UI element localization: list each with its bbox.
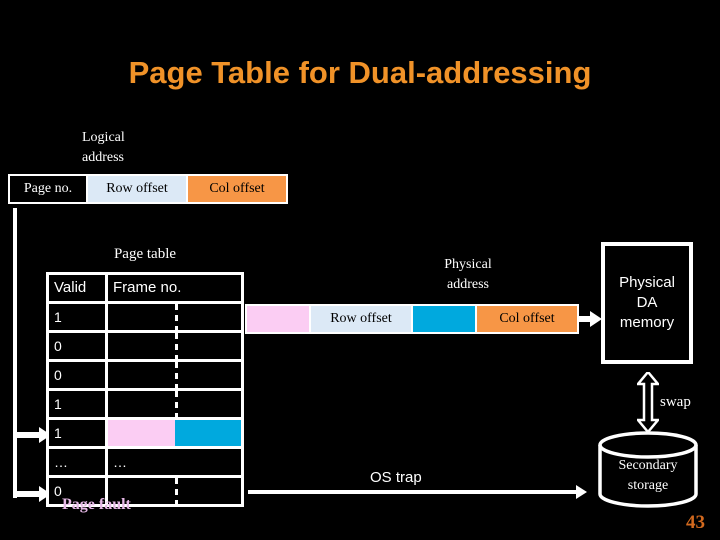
- cell-valid: 1: [49, 420, 105, 446]
- physical-address-bar: Row offset Col offset: [245, 304, 579, 334]
- logical-address-bar: Page no. Row offset Col offset: [8, 174, 288, 204]
- cell-frame-no: [108, 362, 241, 388]
- logical-address-label-line1: Logical: [82, 130, 125, 145]
- slide-page-number: 43: [686, 512, 705, 533]
- arrow-shaft: [248, 490, 580, 494]
- physical-memory-text: Physical DA memory: [619, 273, 675, 334]
- cell-frame-no: [108, 391, 241, 417]
- cell-valid: 1: [49, 304, 105, 330]
- arrow-shaft: [15, 491, 41, 497]
- logical-address-label-line2: address: [82, 150, 124, 166]
- cell-valid: 0: [49, 362, 105, 388]
- frame-col-part: [174, 420, 241, 446]
- logical-segment-col-offset: Col offset: [188, 176, 286, 202]
- logical-segment-row-offset: Row offset: [88, 176, 186, 202]
- logical-segment-page-no: Page no.: [10, 176, 86, 202]
- page-table-caption: Page table: [113, 246, 177, 262]
- physical-segment-row-offset: Row offset: [311, 306, 411, 332]
- page-title: Page Table for Dual-addressing: [128, 55, 592, 90]
- frame-split-dashes: [174, 391, 178, 417]
- physical-memory-line1: Physical: [619, 273, 675, 291]
- secondary-storage-cylinder: Secondary storage: [595, 430, 701, 512]
- cell-valid: 0: [49, 478, 105, 504]
- frame-split-dashes: [174, 362, 178, 388]
- table-row: 0: [49, 362, 241, 388]
- cell-frame-no: [108, 304, 241, 330]
- table-row: … …: [49, 449, 241, 475]
- cell-frame-no: [108, 478, 241, 504]
- arrow-shaft: [15, 432, 41, 438]
- page-no-routing-line: [13, 208, 17, 498]
- frame-row-part: [108, 420, 175, 446]
- cell-frame-no-highlighted: [108, 420, 241, 446]
- physical-segment-frame-col: [413, 306, 475, 332]
- frame-split-dashes: [174, 478, 178, 504]
- table-header-row: Valid Frame no.: [49, 275, 241, 301]
- cell-valid: …: [49, 449, 105, 475]
- logical-address-label: Logical address: [82, 128, 192, 169]
- swap-label: swap: [660, 394, 691, 410]
- cell-frame-no: …: [108, 449, 241, 475]
- table-row: 0: [49, 333, 241, 359]
- column-header-valid: Valid: [49, 275, 105, 301]
- secondary-storage-label: Secondary storage: [595, 456, 701, 497]
- physical-address-label-line2: address: [447, 277, 489, 293]
- physical-address-label-line1: Physical: [444, 257, 492, 272]
- secondary-storage-line2: storage: [627, 478, 669, 494]
- cell-valid: 0: [49, 333, 105, 359]
- physical-da-memory-box: Physical DA memory: [601, 242, 693, 364]
- arrow-head: [576, 485, 587, 499]
- physical-segment-col-offset: Col offset: [477, 306, 577, 332]
- arrow-shaft: [578, 316, 592, 322]
- table-row-highlighted: 1: [49, 420, 241, 446]
- os-trap-label: OS trap: [370, 469, 422, 486]
- frame-split-dashes: [174, 304, 178, 330]
- column-header-frame-no: Frame no.: [108, 275, 241, 301]
- cell-frame-no: [108, 333, 241, 359]
- swap-double-arrow-icon: [637, 372, 659, 432]
- physical-memory-line2: DA: [636, 293, 658, 311]
- database-cylinder-icon: [598, 431, 698, 508]
- table-row: 1: [49, 391, 241, 417]
- frame-split-dashes: [174, 333, 178, 359]
- physical-segment-frame-row: [247, 306, 309, 332]
- physical-address-label: Physical address: [418, 255, 518, 296]
- table-row: 1: [49, 304, 241, 330]
- cell-valid: 1: [49, 391, 105, 417]
- physical-memory-line3: memory: [619, 314, 675, 332]
- secondary-storage-line1: Secondary: [618, 458, 678, 473]
- page-table: Valid Frame no. 1 0 0 1 1 … …: [46, 272, 244, 507]
- arrow-head: [590, 311, 602, 327]
- table-row: 0: [49, 478, 241, 504]
- page-fault-label: Page fault: [62, 496, 131, 513]
